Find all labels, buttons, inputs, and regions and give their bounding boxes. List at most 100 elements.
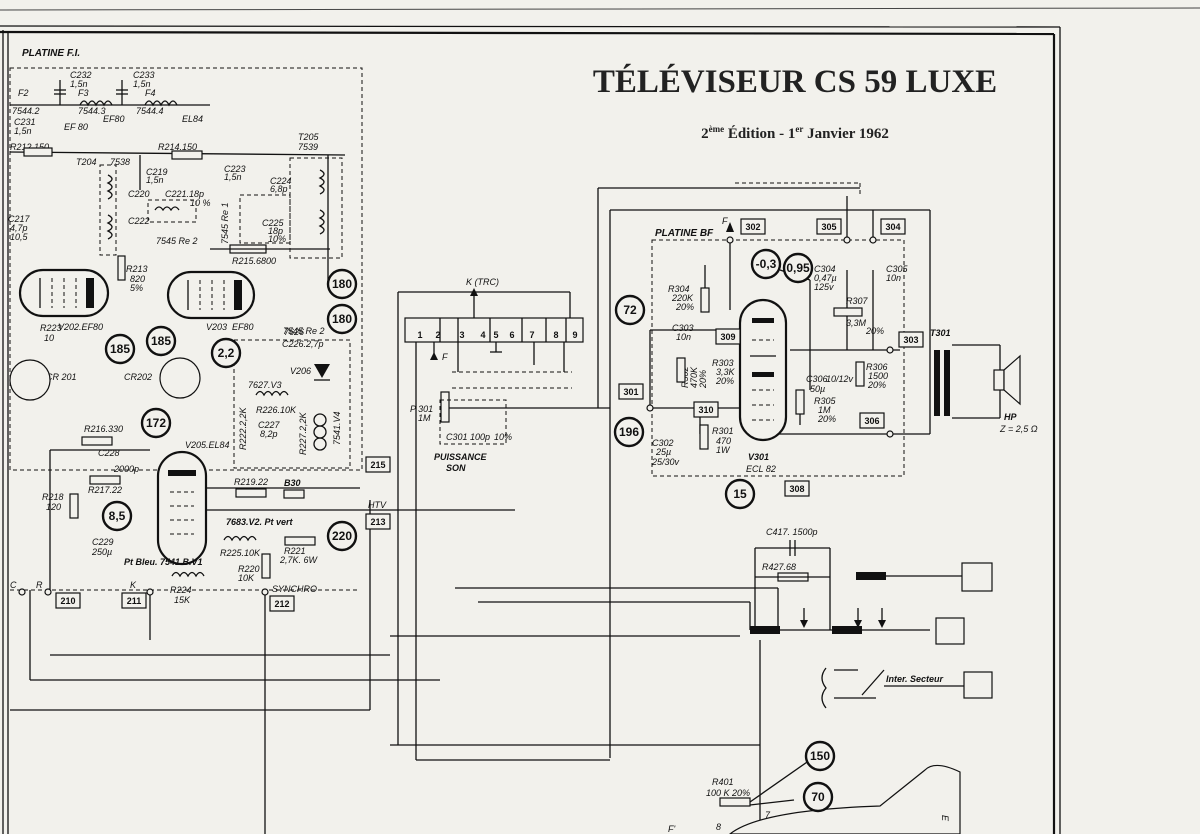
svg-text:211: 211 bbox=[127, 596, 142, 606]
svg-text:7544.2: 7544.2 bbox=[12, 106, 40, 116]
svg-text:172: 172 bbox=[146, 416, 166, 430]
svg-text:7: 7 bbox=[765, 810, 771, 820]
voltage-circle bbox=[210, 337, 242, 369]
svg-text:C229: C229 bbox=[92, 537, 114, 547]
svg-text:50µ: 50µ bbox=[810, 384, 825, 394]
svg-text:F2: F2 bbox=[18, 88, 29, 98]
svg-text:10K: 10K bbox=[238, 573, 255, 583]
svg-text:5: 5 bbox=[493, 330, 498, 340]
svg-text:8: 8 bbox=[553, 330, 558, 340]
svg-text:R217.22: R217.22 bbox=[88, 485, 122, 495]
svg-text:15: 15 bbox=[733, 487, 747, 501]
svg-text:185: 185 bbox=[110, 342, 130, 356]
svg-text:F3: F3 bbox=[78, 88, 89, 98]
svg-text:7544.4: 7544.4 bbox=[136, 106, 164, 116]
svg-text:C227: C227 bbox=[258, 420, 281, 430]
voltage-circle bbox=[613, 416, 645, 448]
voltage-circle bbox=[326, 303, 358, 335]
svg-text:C306: C306 bbox=[806, 374, 828, 384]
svg-text:7538: 7538 bbox=[110, 157, 130, 167]
svg-text:R427.68: R427.68 bbox=[762, 562, 796, 572]
svg-text:ECL 82: ECL 82 bbox=[746, 464, 776, 474]
svg-text:210: 210 bbox=[60, 596, 75, 606]
svg-text:302: 302 bbox=[745, 222, 760, 232]
svg-text:100p: 100p bbox=[470, 432, 490, 442]
svg-text:3: 3 bbox=[459, 330, 464, 340]
svg-text:CR 201: CR 201 bbox=[46, 372, 77, 382]
svg-text:213: 213 bbox=[370, 517, 385, 527]
svg-text:2: 2 bbox=[435, 330, 440, 340]
voltage-circle bbox=[802, 781, 834, 813]
svg-text:20%: 20% bbox=[675, 302, 694, 312]
svg-text:7683.V2. Pt vert: 7683.V2. Pt vert bbox=[226, 517, 294, 527]
svg-text:R304: R304 bbox=[668, 284, 690, 294]
platine-fi-label: PLATINE F.I. bbox=[22, 48, 80, 59]
svg-text:R306: R306 bbox=[866, 362, 888, 372]
svg-text:3,3M: 3,3M bbox=[846, 318, 867, 328]
svg-text:10/12v: 10/12v bbox=[826, 374, 854, 384]
svg-text:1,5n: 1,5n bbox=[146, 175, 164, 185]
tube-v301: V301 ECL 82 bbox=[738, 298, 788, 474]
svg-text:180: 180 bbox=[332, 277, 352, 291]
svg-text:185: 185 bbox=[151, 334, 171, 348]
svg-text:1500: 1500 bbox=[868, 371, 888, 381]
svg-text:EF80: EF80 bbox=[232, 322, 254, 332]
svg-text:R225.10K: R225.10K bbox=[220, 548, 261, 558]
t204-stage: R212.150 R214.150 T204 7538 C220 C222 C2… bbox=[8, 142, 346, 293]
voltage-circle bbox=[101, 500, 133, 532]
voltage-circle bbox=[326, 520, 358, 552]
voltage-circles: 180 180 185 185 2,2 172 8,5 220 72 -0,3 … bbox=[101, 248, 836, 813]
svg-text:309: 309 bbox=[720, 332, 735, 342]
svg-text:9: 9 bbox=[572, 330, 577, 340]
svg-text:R219.22: R219.22 bbox=[234, 477, 268, 487]
svg-text:C305: C305 bbox=[886, 264, 909, 274]
svg-text:EF80: EF80 bbox=[103, 114, 125, 124]
voltage-circle bbox=[782, 252, 814, 284]
svg-text:R303: R303 bbox=[712, 358, 734, 368]
voltage-circle bbox=[140, 407, 172, 439]
svg-text:C417. 1500p: C417. 1500p bbox=[766, 527, 818, 537]
tube-v202: V202.EF80 R223 10 CR 201 bbox=[9, 268, 110, 401]
svg-text:8: 8 bbox=[716, 822, 721, 832]
svg-text:EF 80: EF 80 bbox=[64, 122, 88, 132]
svg-text:T205: T205 bbox=[298, 132, 320, 142]
terminal-strip: K (TRC) F 1 2 3 4 5 6 7 8 9 bbox=[397, 277, 584, 760]
svg-text:2000p: 2000p bbox=[113, 464, 139, 474]
svg-text:20%: 20% bbox=[715, 376, 734, 386]
svg-text:1,5n: 1,5n bbox=[70, 79, 88, 89]
svg-text:15K: 15K bbox=[174, 595, 191, 605]
sheet-frame bbox=[0, 7, 1200, 834]
svg-text:C231: C231 bbox=[14, 117, 36, 127]
svg-text:F: F bbox=[722, 216, 728, 226]
svg-text:18p: 18p bbox=[268, 226, 283, 236]
svg-text:V206: V206 bbox=[290, 366, 311, 376]
svg-text:B30: B30 bbox=[284, 478, 301, 488]
svg-text:C219: C219 bbox=[146, 167, 168, 177]
svg-text:306: 306 bbox=[864, 416, 879, 426]
node-letters: C R K bbox=[10, 236, 894, 596]
svg-text:305: 305 bbox=[821, 222, 836, 232]
volume-control: P 301 1M C301 100p 10% PUISSANCE SON bbox=[410, 391, 610, 473]
svg-text:120: 120 bbox=[46, 502, 61, 512]
svg-text:F4: F4 bbox=[145, 88, 156, 98]
svg-text:C217: C217 bbox=[8, 214, 31, 224]
svg-text:250µ: 250µ bbox=[91, 547, 112, 557]
voltage-circle bbox=[614, 294, 646, 326]
svg-text:6: 6 bbox=[509, 330, 514, 340]
svg-text:R221: R221 bbox=[284, 546, 306, 556]
svg-text:220K: 220K bbox=[671, 293, 694, 303]
svg-text:4,7p: 4,7p bbox=[10, 223, 28, 233]
svg-text:470: 470 bbox=[716, 436, 731, 446]
svg-text:Inter. Secteur: Inter. Secteur bbox=[886, 674, 944, 684]
svg-text:R307: R307 bbox=[846, 296, 869, 306]
tube-v205: V205.EL84 R216.330 C228 2000p R217.22 R2… bbox=[42, 424, 387, 605]
voltage-circle bbox=[724, 478, 756, 510]
svg-text:K: K bbox=[130, 580, 137, 590]
svg-text:PUISSANCE: PUISSANCE bbox=[434, 452, 488, 462]
svg-text:2,7K. 6W: 2,7K. 6W bbox=[279, 555, 319, 565]
bf-components: R304 220K 20% C303 10n R302 470K 20% R30… bbox=[651, 216, 909, 467]
svg-text:R226.10K: R226.10K bbox=[256, 405, 297, 415]
svg-text:7541.V4: 7541.V4 bbox=[332, 411, 342, 445]
svg-text:CR202: CR202 bbox=[124, 372, 152, 382]
svg-text:R227.2,2K: R227.2,2K bbox=[298, 411, 308, 455]
